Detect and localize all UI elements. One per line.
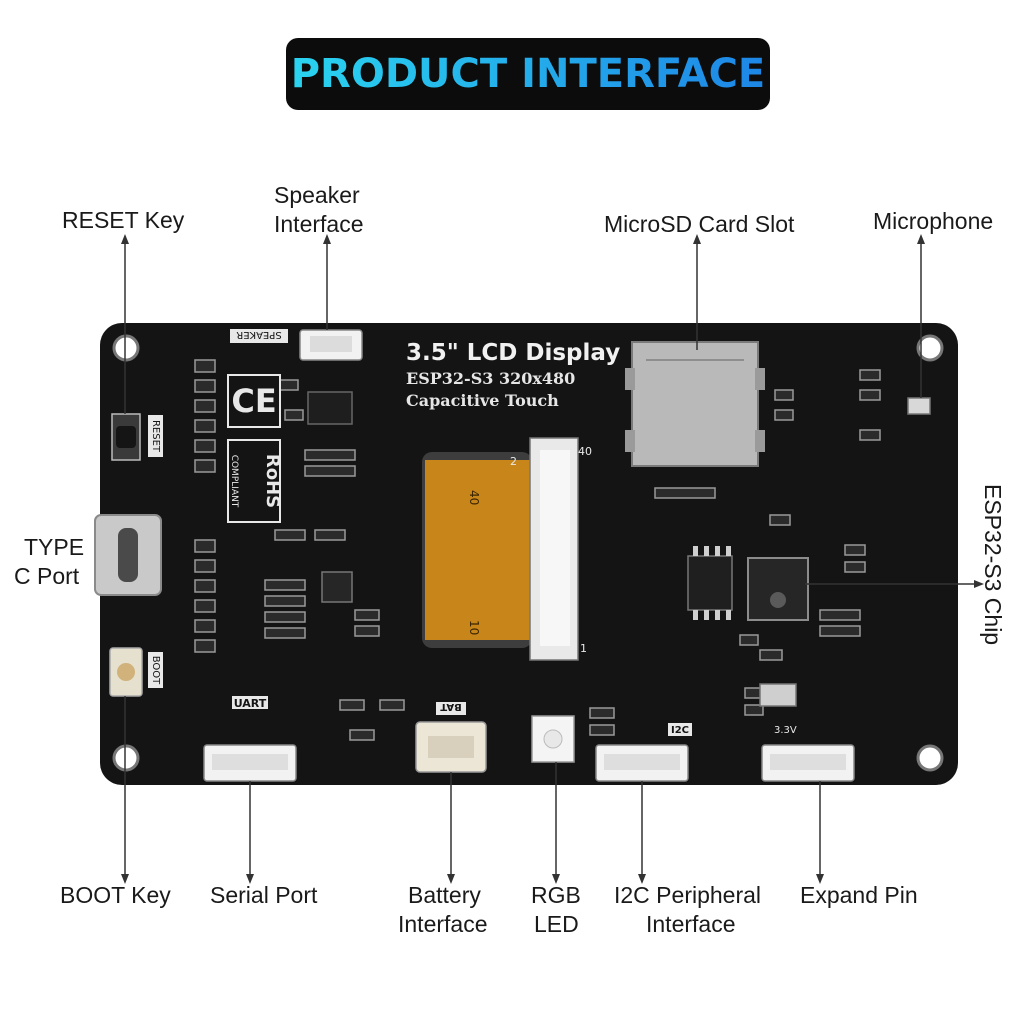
uart-connector <box>203 744 297 782</box>
label-reset-key: RESET Key <box>62 207 185 233</box>
label-boot-key: BOOT Key <box>60 882 171 908</box>
ce-mark: CE <box>231 382 276 420</box>
silk-uart: UART <box>234 697 267 710</box>
lcd-title: 3.5" LCD Display <box>406 340 621 366</box>
small-qfn <box>321 571 353 603</box>
rohs-mark: RoHS <box>262 454 283 508</box>
ce-logo <box>227 374 281 428</box>
smd-components <box>194 359 881 741</box>
label-rgb-line1: RGB <box>531 882 581 908</box>
mounting-holes <box>112 334 944 772</box>
silk-bat: BAT <box>440 701 462 712</box>
label-i2c-line2: Interface <box>646 911 736 937</box>
fpc-pin-40: 40 <box>578 445 592 458</box>
expand-connector <box>761 744 855 782</box>
esp32-s3-ic <box>747 557 809 621</box>
boot-button-part <box>109 647 143 697</box>
title-banner: PRODUCT INTERFACE <box>286 38 770 110</box>
silk-speaker: SPEAKER <box>236 329 281 340</box>
page-title: PRODUCT INTERFACE <box>290 51 766 97</box>
fpc-pin-1: 1 <box>580 642 587 655</box>
label-microsd: MicroSD Card Slot <box>604 211 795 237</box>
microsd-slot <box>625 341 765 467</box>
silk-i2c: I2C <box>671 725 689 736</box>
silk-reset: RESET <box>150 420 161 453</box>
microphone-part <box>907 397 931 415</box>
label-serial-port: Serial Port <box>210 882 318 908</box>
label-speaker-line2: Interface <box>274 211 364 237</box>
label-i2c-line1: I2C Peripheral <box>614 882 762 908</box>
label-typec-line2: C Port <box>14 563 80 589</box>
fpc-pin-2: 2 <box>510 455 517 468</box>
rohs-compliant: COMPLIANT <box>229 455 239 508</box>
amp-ic <box>307 391 353 425</box>
rohs-box <box>227 439 281 523</box>
label-esp-chip: ESP32-S3 Chip <box>980 484 1006 646</box>
flash-ic <box>687 555 733 611</box>
leader-lines <box>124 240 978 880</box>
fpc-label-40: 40 <box>467 490 481 505</box>
reset-button-part <box>111 413 141 461</box>
label-typec-line1: TYPE <box>24 534 85 560</box>
fpc-ribbon <box>422 437 579 661</box>
label-rgb-line2: LED <box>534 911 579 937</box>
lcd-subtitle-1: ESP32-S3 320x480 <box>406 369 576 388</box>
label-speaker-line1: Speaker <box>274 182 360 208</box>
silk-boot: BOOT <box>150 656 161 685</box>
lcd-subtitle-2: Capacitive Touch <box>406 391 559 410</box>
crystal <box>759 683 797 707</box>
arrowheads <box>121 234 984 884</box>
label-microphone: Microphone <box>873 208 994 234</box>
usb-c-connector <box>94 514 162 596</box>
label-battery-line2: Interface <box>398 911 488 937</box>
label-expand-pin: Expand Pin <box>800 882 918 908</box>
fpc-label-10: 10 <box>467 620 481 635</box>
i2c-connector <box>595 744 689 782</box>
speaker-connector <box>299 329 363 361</box>
battery-connector <box>415 721 487 773</box>
silk-3v3: 3.3V <box>774 725 797 736</box>
label-battery-line1: Battery <box>408 882 481 908</box>
